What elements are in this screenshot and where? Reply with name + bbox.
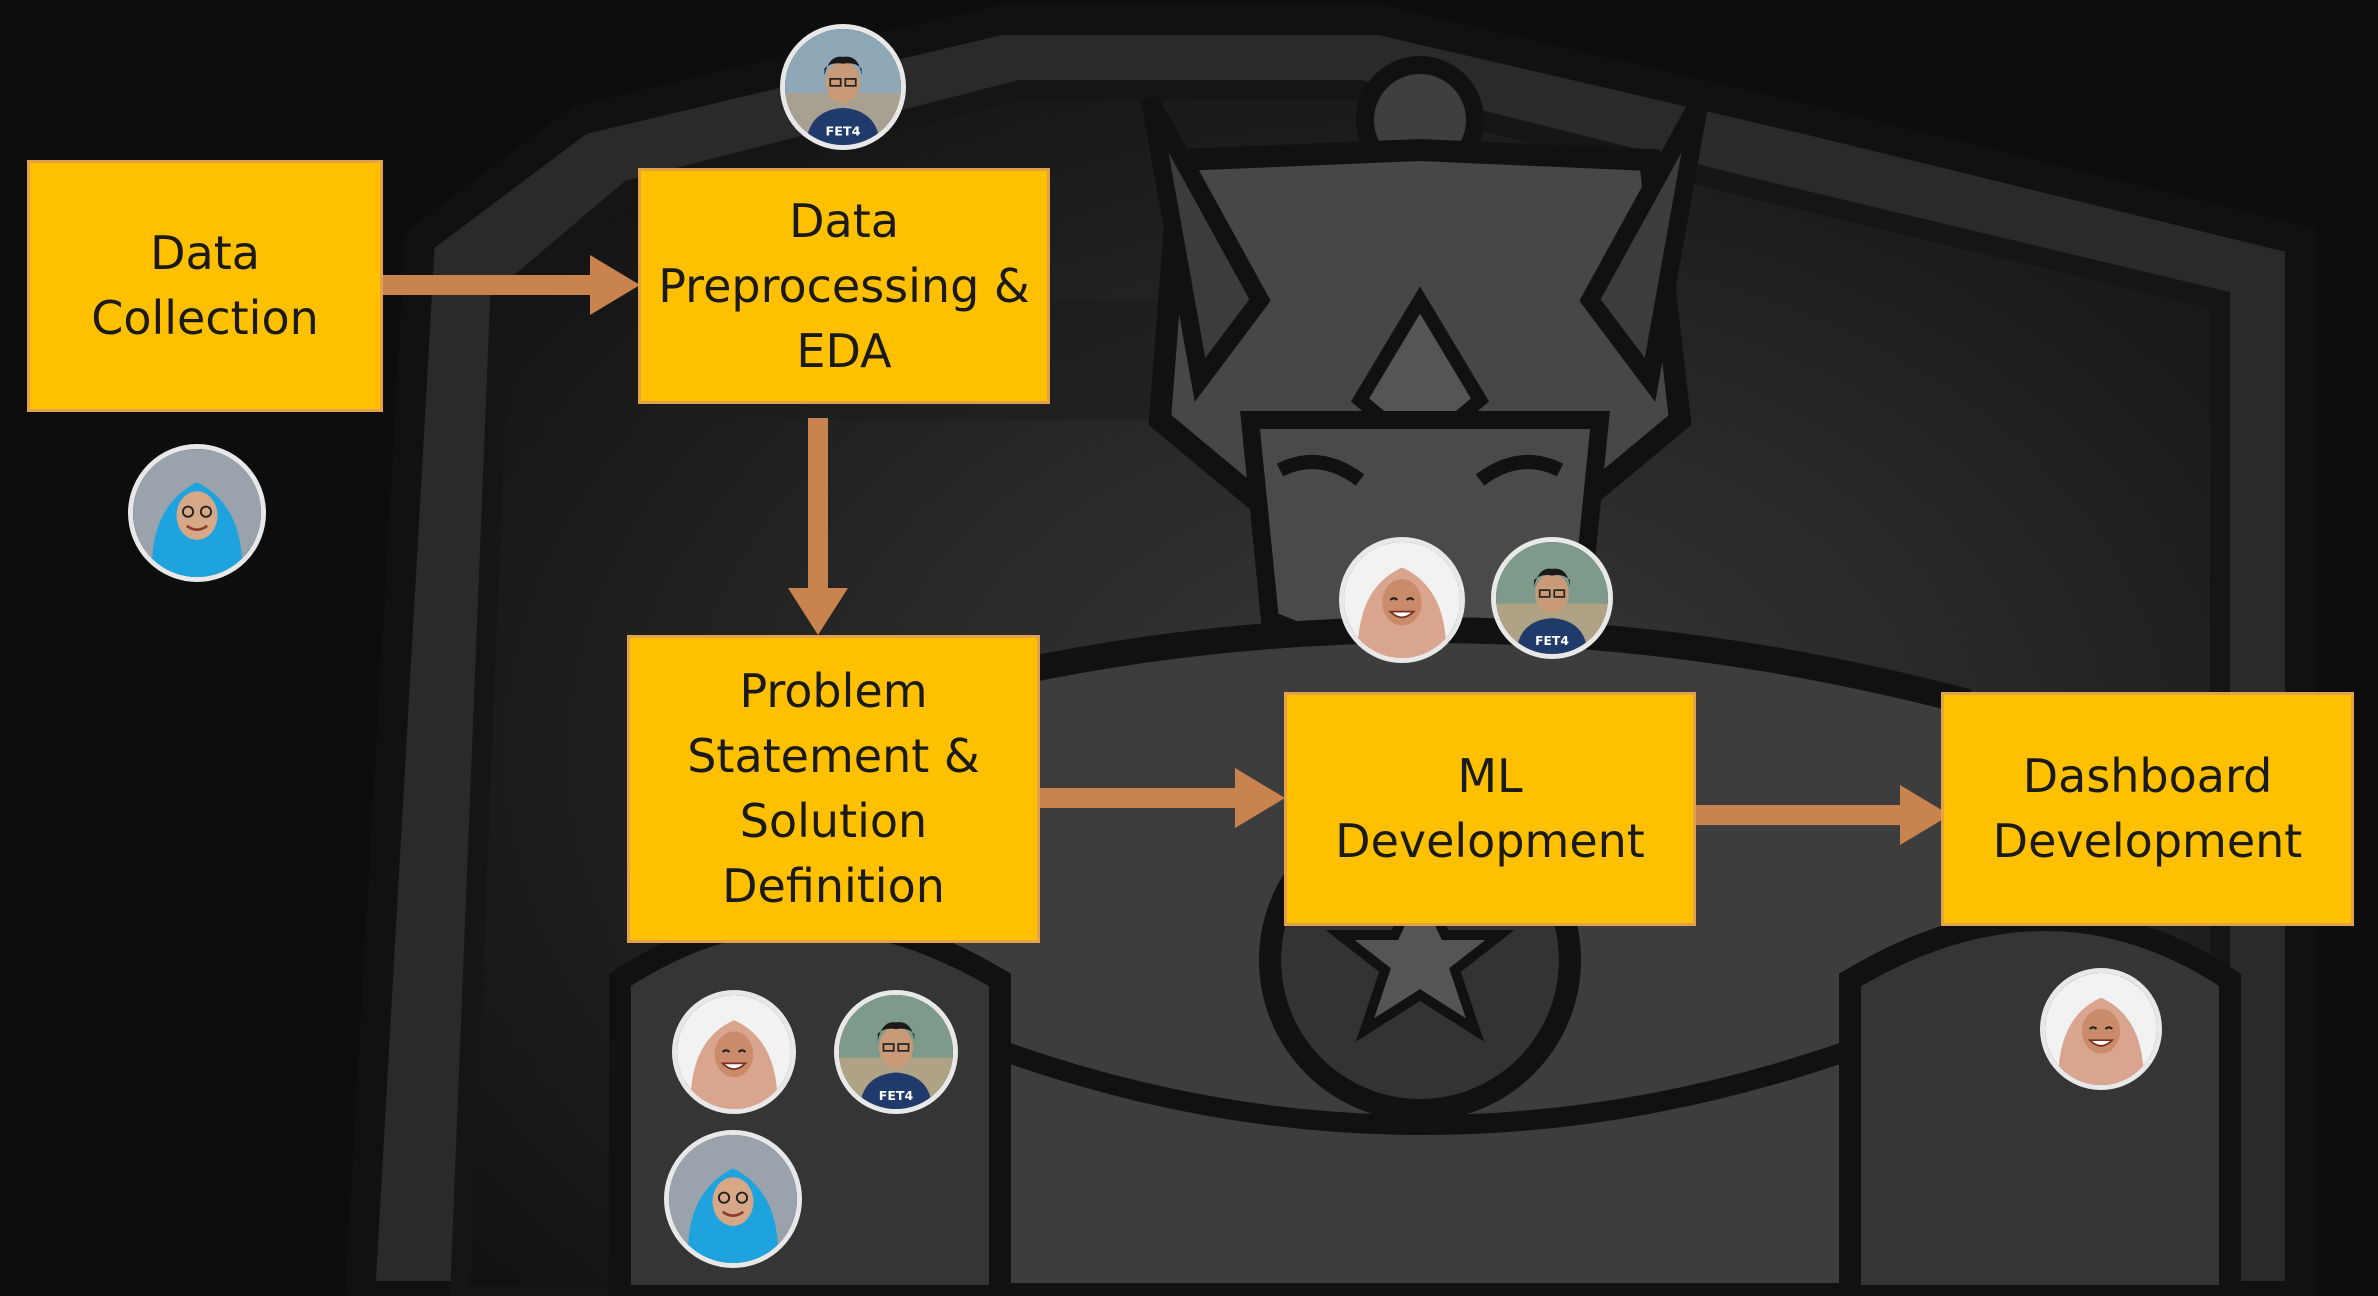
step-label-line: Development — [1335, 814, 1645, 868]
step-data-preprocessing: Data Preprocessing & EDA — [638, 168, 1050, 404]
svg-text:FET4: FET4 — [879, 1088, 914, 1103]
step-label-line: ML — [1457, 749, 1523, 803]
arrow-collection-to-preprocessing — [383, 255, 640, 315]
avatar-pink-hijab-woman — [1339, 537, 1465, 663]
svg-text:FET4: FET4 — [826, 125, 861, 140]
step-label-line: Collection — [91, 291, 319, 345]
svg-text:FET4: FET4 — [1535, 634, 1569, 648]
step-dashboard-development: Dashboard Development — [1941, 692, 2354, 926]
avatar-pink-hijab-woman — [672, 990, 796, 1114]
step-data-collection: Data Collection — [27, 160, 383, 412]
step-problem-statement: Problem Statement & Solution Definition — [627, 635, 1040, 943]
avatar-man-glasses: FET4 — [780, 24, 906, 150]
step-label-line: Definition — [722, 859, 945, 913]
arrow-ml-to-dashboard — [1696, 785, 1950, 845]
step-label-line: Data — [789, 193, 899, 248]
step-ml-development: ML Development — [1284, 692, 1696, 926]
arrow-preprocessing-to-problem — [788, 418, 848, 635]
avatar-blue-hijab-woman — [128, 444, 266, 582]
step-label-line: Preprocessing & — [658, 258, 1030, 313]
avatar-man-glasses: FET4 — [834, 990, 958, 1114]
avatar-man-glasses: FET4 — [1491, 537, 1613, 659]
avatar-blue-hijab-woman — [664, 1130, 802, 1268]
step-label-line: Problem — [739, 664, 928, 718]
step-label-line: Solution — [739, 794, 928, 848]
step-label-line: EDA — [796, 323, 892, 378]
step-label-line: Dashboard — [2022, 749, 2273, 803]
avatar-pink-hijab-woman — [2040, 968, 2162, 1090]
arrow-problem-to-ml — [1040, 768, 1285, 828]
step-label-line: Development — [1992, 814, 2303, 868]
step-label-line: Statement & — [687, 729, 980, 783]
step-label-line: Data — [150, 226, 260, 280]
